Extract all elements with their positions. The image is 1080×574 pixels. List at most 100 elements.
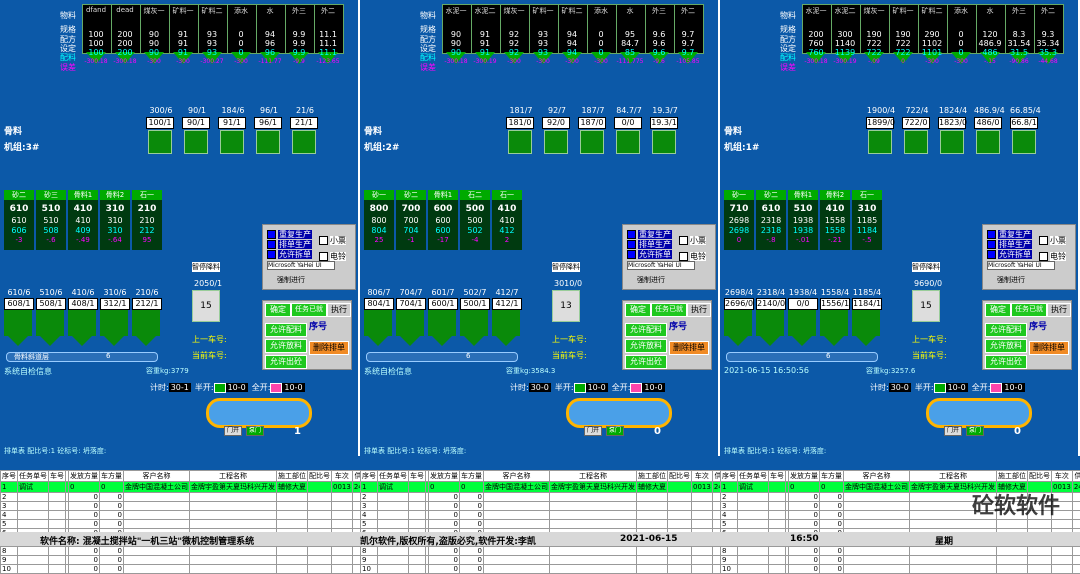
font-select[interactable]: Microsoft YaHei UI (267, 261, 335, 270)
task-ready-button[interactable]: 任务已就 (651, 303, 687, 317)
checkbox-icon[interactable] (627, 230, 636, 239)
force-run[interactable]: 强制进行 (637, 275, 665, 285)
allow-discharge-button[interactable]: 允许放料 (985, 339, 1027, 353)
task-ready-button[interactable]: 任务已就 (291, 303, 327, 317)
checkbox-icon[interactable] (679, 236, 688, 245)
checkbox-icon[interactable] (987, 230, 996, 239)
execute-button[interactable]: 执行 (687, 303, 711, 317)
confirm-button[interactable]: 确定 (625, 303, 651, 317)
allow-recipe-button[interactable]: 允许配料 (985, 323, 1027, 337)
smart-stop-toggle[interactable]: 智停降料 (912, 262, 940, 272)
allow-discharge-button[interactable]: 允许放料 (625, 339, 667, 353)
door-button[interactable]: 门开 (944, 426, 962, 436)
table-row[interactable]: 1调试00金牌中国混凝土公司金牌宇盈第天夏玛科兴开发辅修大夏001324444 (1, 482, 402, 493)
allow-out-button[interactable]: 允许出砼 (985, 355, 1027, 369)
execute-button[interactable]: 执行 (327, 303, 351, 317)
checkbox-icon[interactable] (1039, 236, 1048, 245)
option-ticket[interactable]: 小票 (679, 235, 706, 246)
allow-recipe-button[interactable]: 允许配料 (625, 323, 667, 337)
task-ready-button[interactable]: 任务已就 (1011, 303, 1047, 317)
checkbox-icon[interactable] (1039, 252, 1048, 261)
mode-allow_batch[interactable]: 允许拆单 (987, 249, 1032, 260)
checkbox-icon[interactable] (679, 252, 688, 261)
checkbox-icon[interactable] (987, 250, 996, 259)
confirm-button[interactable]: 确定 (985, 303, 1011, 317)
pump-button[interactable]: 泵门 (606, 426, 624, 436)
delete-order-button[interactable]: 删除排单 (669, 341, 709, 355)
checkbox-icon[interactable] (627, 240, 636, 249)
allow-discharge-button[interactable]: 允许放料 (265, 339, 307, 353)
execute-button[interactable]: 执行 (1047, 303, 1071, 317)
door-button[interactable]: 门开 (224, 426, 242, 436)
allow-recipe-button[interactable]: 允许配料 (265, 323, 307, 337)
checkbox-icon[interactable] (267, 240, 276, 249)
smart-stop-toggle[interactable]: 智停降料 (192, 262, 220, 272)
checkbox-icon[interactable] (627, 250, 636, 259)
allow-out-button[interactable]: 允许出砼 (265, 355, 307, 369)
force-run[interactable]: 强制进行 (997, 275, 1025, 285)
font-select[interactable]: Microsoft YaHei UI (627, 261, 695, 270)
option-ticket[interactable]: 小票 (319, 235, 346, 246)
confirm-button[interactable]: 确定 (265, 303, 291, 317)
delete-order-button[interactable]: 删除排单 (1029, 341, 1069, 355)
